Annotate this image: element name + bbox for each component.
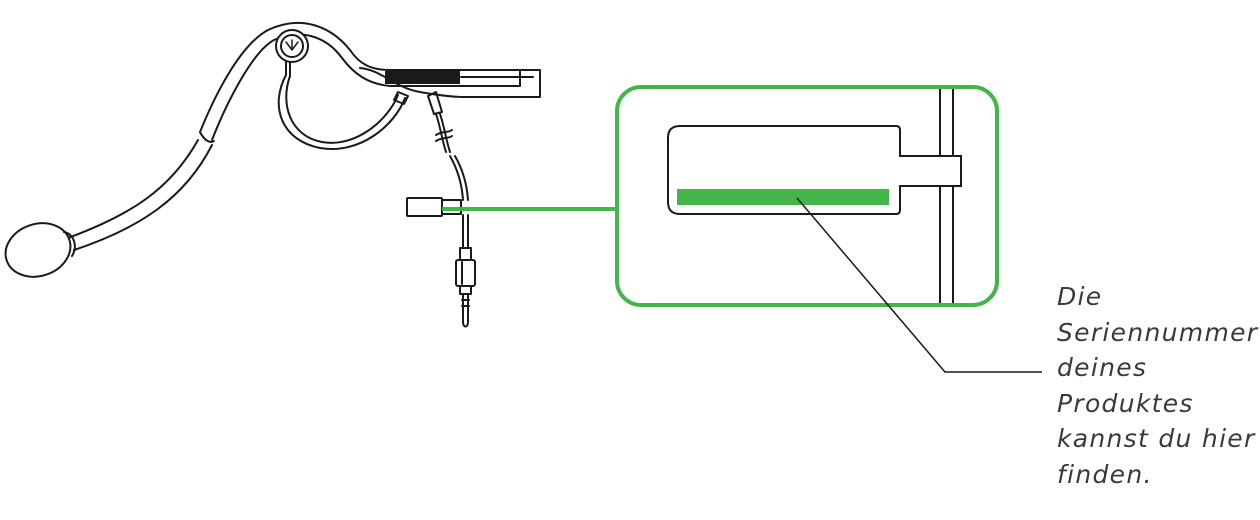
- microphone-boom: [67, 139, 213, 251]
- serial-pointer-line: [796, 197, 1042, 373]
- ear-piece: [199, 21, 541, 143]
- caption-line: Seriennummer: [1057, 317, 1259, 347]
- caption-line: Die: [1057, 282, 1103, 311]
- headset-illustration: [4, 21, 541, 328]
- caption-line: kannst du hier: [1057, 424, 1256, 453]
- earbud-cable: [277, 61, 409, 151]
- zoom-serial-tag: [667, 125, 962, 215]
- caption-line: Produktes: [1057, 388, 1194, 418]
- serial-number-caption: Die Seriennummer deines Produktes kannst…: [1057, 279, 1257, 492]
- zoom-cable: [939, 89, 954, 303]
- zoom-callout-box: [615, 85, 999, 307]
- caption-line: deines: [1057, 353, 1148, 382]
- microphone-icon: [4, 222, 76, 278]
- caption-line: finden.: [1057, 459, 1153, 489]
- main-cable: [427, 91, 469, 249]
- serial-number-label: [677, 189, 889, 205]
- audio-jack-icon: [455, 247, 476, 328]
- razer-logo-icon: [275, 29, 309, 63]
